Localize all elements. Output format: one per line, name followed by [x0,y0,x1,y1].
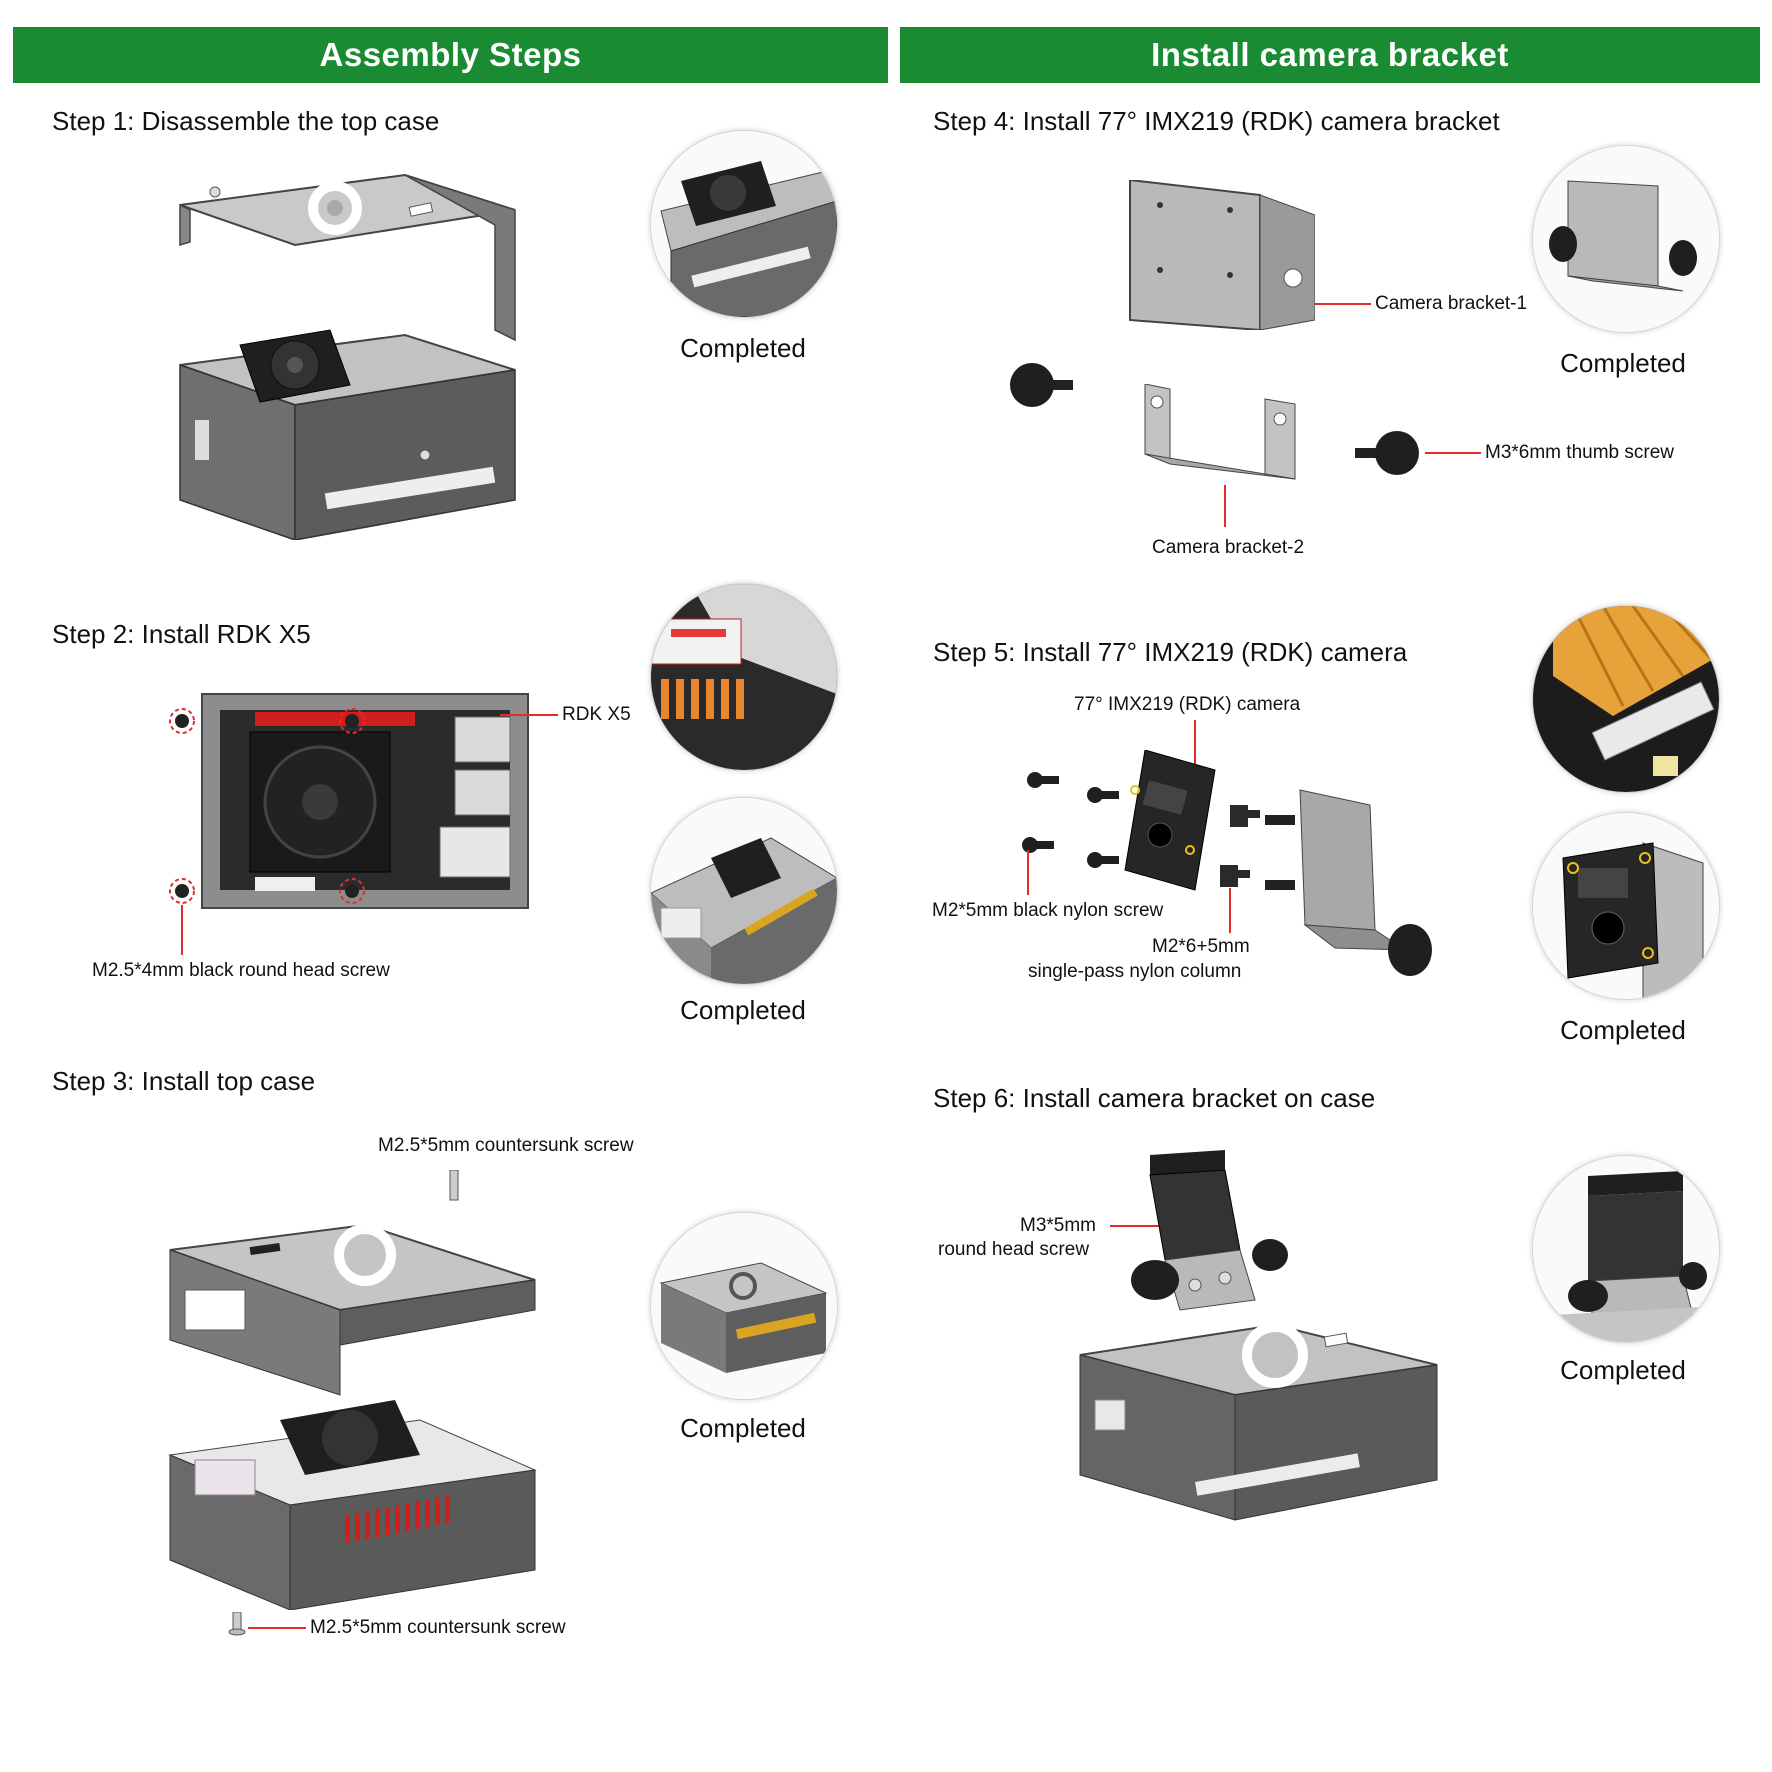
case-bottom-icon [165,1170,545,1610]
screw-leader [181,905,183,955]
m25-5mm-top-screw-label: M2.5*5mm countersunk screw [378,1133,634,1158]
m2-5mm-nylon-screw-label: M2*5mm black nylon screw [932,898,1163,923]
case-top-icon [175,150,525,540]
step2-detail-photo [650,583,838,771]
case-top-icon [1075,1150,1445,1530]
assembly-steps-banner: Assembly Steps [13,27,888,83]
step1-completed-label: Completed [633,333,853,364]
screw-icon [338,877,366,905]
step6-completed-label: Completed [1513,1355,1733,1386]
screw-icon [338,707,366,735]
screw-icon [168,707,196,735]
step4-title: Step 4: Install 77° IMX219 (RDK) camera … [933,106,1500,137]
step2-title: Step 2: Install RDK X5 [52,619,311,650]
step3-completed-label: Completed [633,1413,853,1444]
step4-completed-photo [1532,145,1720,333]
step2-completed-photo [650,797,838,985]
nylon-column-label: single-pass nylon column [1028,959,1241,984]
camera-bracket-2-label: Camera bracket-2 [1152,535,1304,560]
step6-completed-photo [1532,1155,1720,1343]
step2-completed-label: Completed [633,995,853,1026]
step4-completed-label: Completed [1513,348,1733,379]
imx219-camera-label: 77° IMX219 (RDK) camera [1074,692,1300,717]
bracket2-leader [1224,485,1226,527]
bottom-screw-leader [248,1627,306,1629]
thumb-screw-icon [1007,360,1075,410]
step3-completed-photo [650,1212,838,1400]
step5-completed-photo [1532,812,1720,1000]
step6-title: Step 6: Install camera bracket on case [933,1083,1375,1114]
thumb-screw-leader [1425,452,1481,454]
step1-title: Step 1: Disassemble the top case [52,106,439,137]
screw-icon [168,877,196,905]
nylon-screw-leader [1027,850,1029,895]
m2-6-5mm-label: M2*6+5mm [1152,934,1250,959]
m3-6mm-thumb-screw-label: M3*6mm thumb screw [1485,440,1674,465]
step1-completed-photo [650,130,838,318]
install-camera-bracket-banner: Install camera bracket [900,27,1760,83]
m25-4mm-screw-label: M2.5*4mm black round head screw [92,958,390,983]
camera-bracket-1-label: Camera bracket-1 [1375,291,1527,316]
thumb-screw-icon [1355,428,1423,478]
step5-title: Step 5: Install 77° IMX219 (RDK) camera [933,637,1407,668]
rdk-x5-label: RDK X5 [562,702,631,727]
bracket-icon [1125,180,1315,330]
m25-5mm-bottom-screw-label: M2.5*5mm countersunk screw [310,1615,566,1640]
bracket-icon [1140,384,1300,484]
step5-detail-photo [1532,605,1720,793]
nylon-column-leader [1229,888,1231,933]
bracket1-leader [1315,303,1371,305]
screw-icon [228,1612,246,1636]
step3-title: Step 3: Install top case [52,1066,315,1097]
step5-completed-label: Completed [1513,1015,1733,1046]
rdk-leader [500,714,558,716]
round-head-screw-label: round head screw [938,1237,1089,1262]
